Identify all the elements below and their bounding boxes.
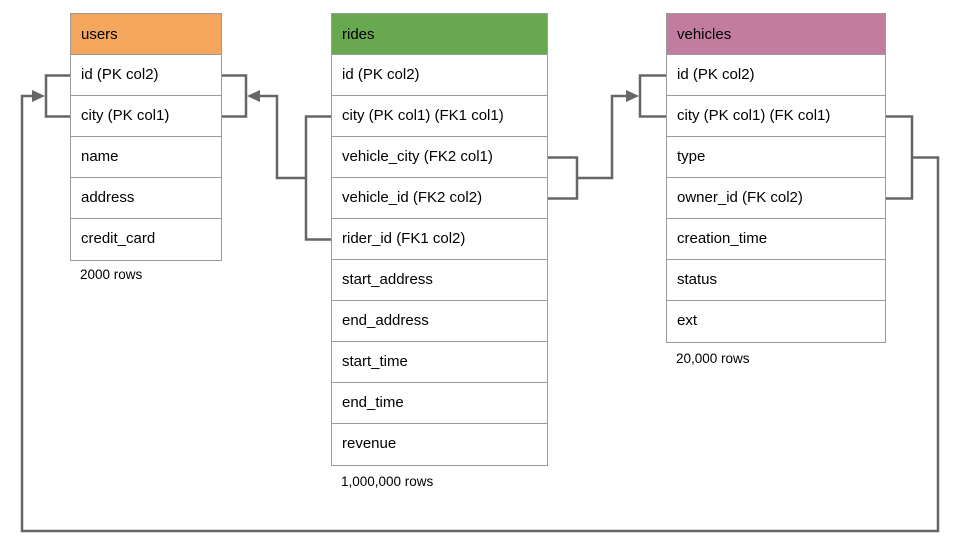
- table-users-header: users: [71, 14, 221, 55]
- fk1-arrowhead-icon: [247, 90, 260, 102]
- users-row-count: 2000 rows: [80, 267, 143, 282]
- column-row: vehicle_city (FK2 col1): [332, 137, 547, 178]
- column-row: address: [71, 178, 221, 219]
- column-row: rider_id (FK1 col2): [332, 219, 547, 260]
- column-row: end_time: [332, 383, 547, 424]
- vehicles-left-bracket: [638, 74, 666, 118]
- column-row: type: [667, 137, 885, 178]
- rides-right-bracket: [548, 156, 579, 200]
- fk2-arrowhead-icon: [626, 90, 639, 102]
- fk2-rides-to-vehicles-line: [577, 94, 627, 180]
- users-left-bracket: [44, 74, 70, 118]
- fk-vehicles-to-users-line: [20, 94, 940, 533]
- rides-left-bracket: [304, 115, 331, 241]
- column-row: credit_card: [81, 230, 156, 247]
- column-row: city (PK col1) (FK1 col1): [332, 96, 547, 137]
- rides-row-count: 1,000,000 rows: [341, 474, 434, 489]
- column-row: id (PK col2): [667, 55, 885, 96]
- column-row: revenue: [342, 435, 397, 452]
- column-row: end_address: [332, 301, 547, 342]
- table-users: users id (PK col2) city (PK col1) name a…: [70, 13, 222, 261]
- users-right-bracket: [222, 74, 248, 118]
- column-row: vehicle_id (FK2 col2): [332, 178, 547, 219]
- column-row: creation_time: [667, 219, 885, 260]
- column-row: city (PK col1) (FK col1): [667, 96, 885, 137]
- column-row: id (PK col2): [71, 55, 221, 96]
- table-vehicles: vehicles id (PK col2) city (PK col1) (FK…: [666, 13, 886, 343]
- table-vehicles-header: vehicles: [667, 14, 885, 55]
- column-row: start_time: [332, 342, 547, 383]
- column-row: status: [667, 260, 885, 301]
- column-row: city (PK col1): [71, 96, 221, 137]
- column-row: id (PK col2): [332, 55, 547, 96]
- column-row: name: [71, 137, 221, 178]
- vehicles-row-count: 20,000 rows: [676, 351, 750, 366]
- table-rides-header: rides: [332, 14, 547, 55]
- column-row: owner_id (FK col2): [667, 178, 885, 219]
- column-row: start_address: [332, 260, 547, 301]
- fk1-rides-to-users-line: [259, 94, 306, 180]
- fk-arrowhead-icon: [32, 90, 45, 102]
- vehicles-right-bracket: [886, 115, 914, 200]
- table-rides: rides id (PK col2) city (PK col1) (FK1 c…: [331, 13, 548, 466]
- column-row: ext: [677, 312, 698, 329]
